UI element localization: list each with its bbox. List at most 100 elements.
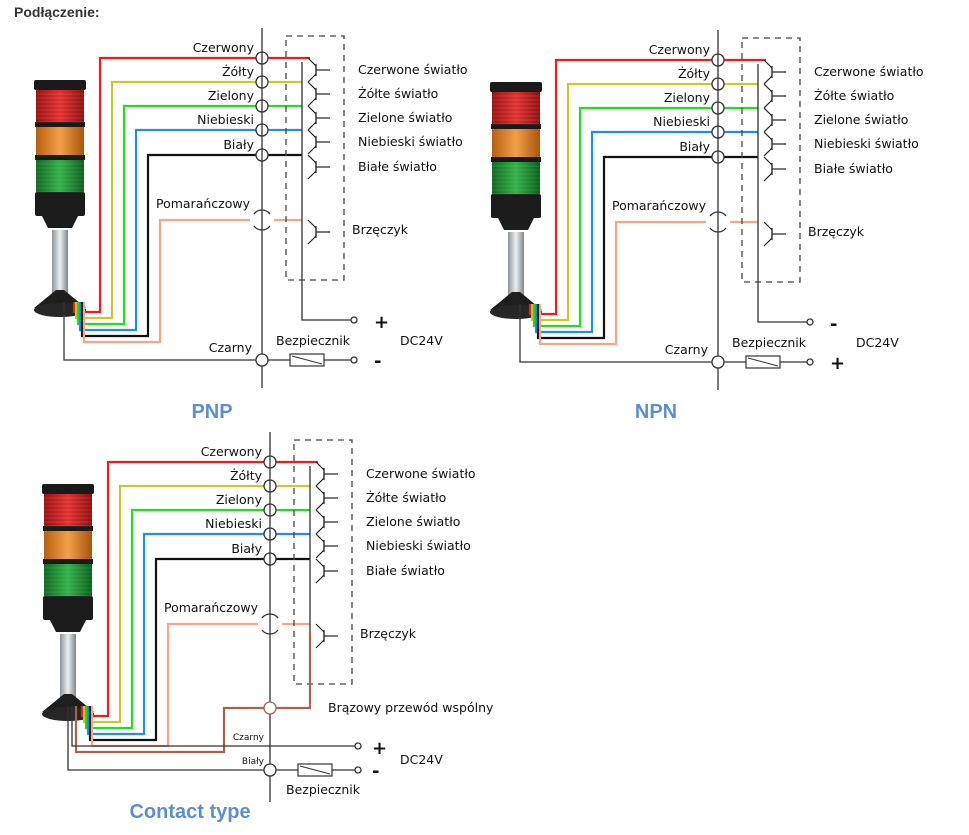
tower-neck: [42, 216, 78, 228]
tower-pole: [60, 634, 76, 704]
supply-label: DC24V: [400, 752, 443, 767]
output-transistor-icon: [307, 219, 330, 245]
wire-orange: [82, 218, 250, 344]
output-transistor-icon: [763, 221, 786, 247]
tower-pole: [508, 232, 524, 302]
output-transistor-icon: [763, 156, 786, 182]
output-transistor-icon: [315, 485, 338, 511]
tower-pole: [52, 230, 68, 300]
output-transistor-icon: [307, 105, 330, 131]
transistor-body: [315, 623, 325, 649]
signal-tower-icon: [42, 484, 94, 721]
fuse-label: Bezpiecznik: [286, 782, 361, 797]
transistor-body: [763, 59, 773, 85]
ground-wire-label: Czarny: [209, 340, 253, 355]
output-label: Zielone światło: [358, 110, 452, 125]
fuse-element: [291, 355, 323, 365]
wire-label: Niebieski: [653, 114, 710, 129]
green-light-module: [492, 162, 540, 194]
supply-label: DC24V: [856, 335, 899, 350]
tower-ring: [491, 157, 541, 162]
wire-label: Zielony: [216, 492, 263, 507]
wire-label: Zielony: [664, 90, 711, 105]
wire-black: [536, 155, 758, 340]
supply-terminal-top: [350, 316, 358, 324]
output-label: Czerwone światło: [358, 62, 468, 77]
signal-tower-icon: [490, 82, 542, 319]
wire-yellow: [74, 80, 302, 320]
supply-terminal-bottom: [350, 356, 358, 364]
buzzer-label: Brzęczyk: [352, 222, 409, 237]
output-transistor-icon: [763, 83, 786, 109]
transistor-body: [763, 131, 773, 157]
transistor-body: [307, 57, 317, 83]
wire-label: Czerwony: [649, 42, 711, 57]
transistor-body: [763, 83, 773, 109]
tower-neck: [50, 620, 86, 632]
output-transistor-icon: [307, 57, 330, 83]
wire-label: Niebieski: [197, 112, 254, 127]
fuse-element: [747, 357, 779, 367]
tower-cap: [42, 484, 94, 494]
tower-ring: [35, 155, 85, 160]
controller-box: [285, 35, 345, 281]
amber-light-module: [36, 127, 84, 155]
controller-box: [741, 37, 801, 283]
output-label: Białe światło: [358, 159, 437, 174]
wire-label: Czerwony: [193, 40, 255, 55]
wire-black: [80, 153, 302, 338]
supply-sign-bottom: +: [830, 353, 845, 374]
wire-label: Biały: [223, 137, 254, 152]
supply-sign-top: +: [374, 312, 389, 333]
supply-sign-top: -: [830, 314, 837, 335]
plus-wire: [71, 706, 356, 747]
wire-brown: [74, 706, 264, 754]
output-label: Niebieski światło: [358, 134, 463, 149]
amber-light-module: [492, 129, 540, 157]
output-transistor-icon: [763, 131, 786, 157]
common-node: [263, 701, 277, 715]
output-transistor-icon: [315, 461, 338, 487]
wire-label: Żółty: [230, 468, 263, 483]
wire-label: Biały: [679, 139, 710, 154]
wire-label: Biały: [231, 541, 262, 556]
output-label: Czerwone światło: [814, 64, 924, 79]
ground-node: [255, 353, 269, 367]
supply-terminal-bottom: [806, 358, 814, 366]
red-light-module: [44, 494, 92, 526]
tower-body: [491, 194, 541, 218]
output-label: Niebieski światło: [366, 538, 471, 553]
supply-wire-top: [301, 280, 352, 321]
tower-body: [35, 192, 85, 216]
transistor-body: [307, 81, 317, 107]
tower-body: [43, 596, 93, 620]
green-light-module: [44, 564, 92, 596]
wire-green: [76, 104, 302, 326]
wire-orange: [538, 220, 706, 346]
transistor-body: [307, 154, 317, 180]
transistor-body: [315, 461, 325, 487]
tower-ring: [35, 122, 85, 127]
output-transistor-icon: [315, 558, 338, 584]
buzzer-wire-label: Pomarańczowy: [156, 196, 251, 211]
tower-ring: [491, 124, 541, 129]
transistor-body: [315, 509, 325, 535]
wire-label: Niebieski: [205, 516, 262, 531]
transistor-body: [315, 558, 325, 584]
output-label: Żółte światło: [814, 88, 894, 103]
ground-node: [711, 355, 725, 369]
diagram-title: Contact type: [129, 801, 250, 823]
red-light-module: [36, 90, 84, 122]
tower-cap: [490, 82, 542, 92]
output-transistor-icon: [315, 533, 338, 559]
output-transistor-icon: [307, 81, 330, 107]
wire-blue: [78, 128, 302, 332]
wire-red: [528, 58, 766, 316]
output-transistor-icon: [307, 129, 330, 155]
transistor-body: [763, 156, 773, 182]
output-label: Niebieski światło: [814, 136, 919, 151]
tower-cap: [34, 80, 86, 90]
minus-wire: [67, 706, 356, 771]
